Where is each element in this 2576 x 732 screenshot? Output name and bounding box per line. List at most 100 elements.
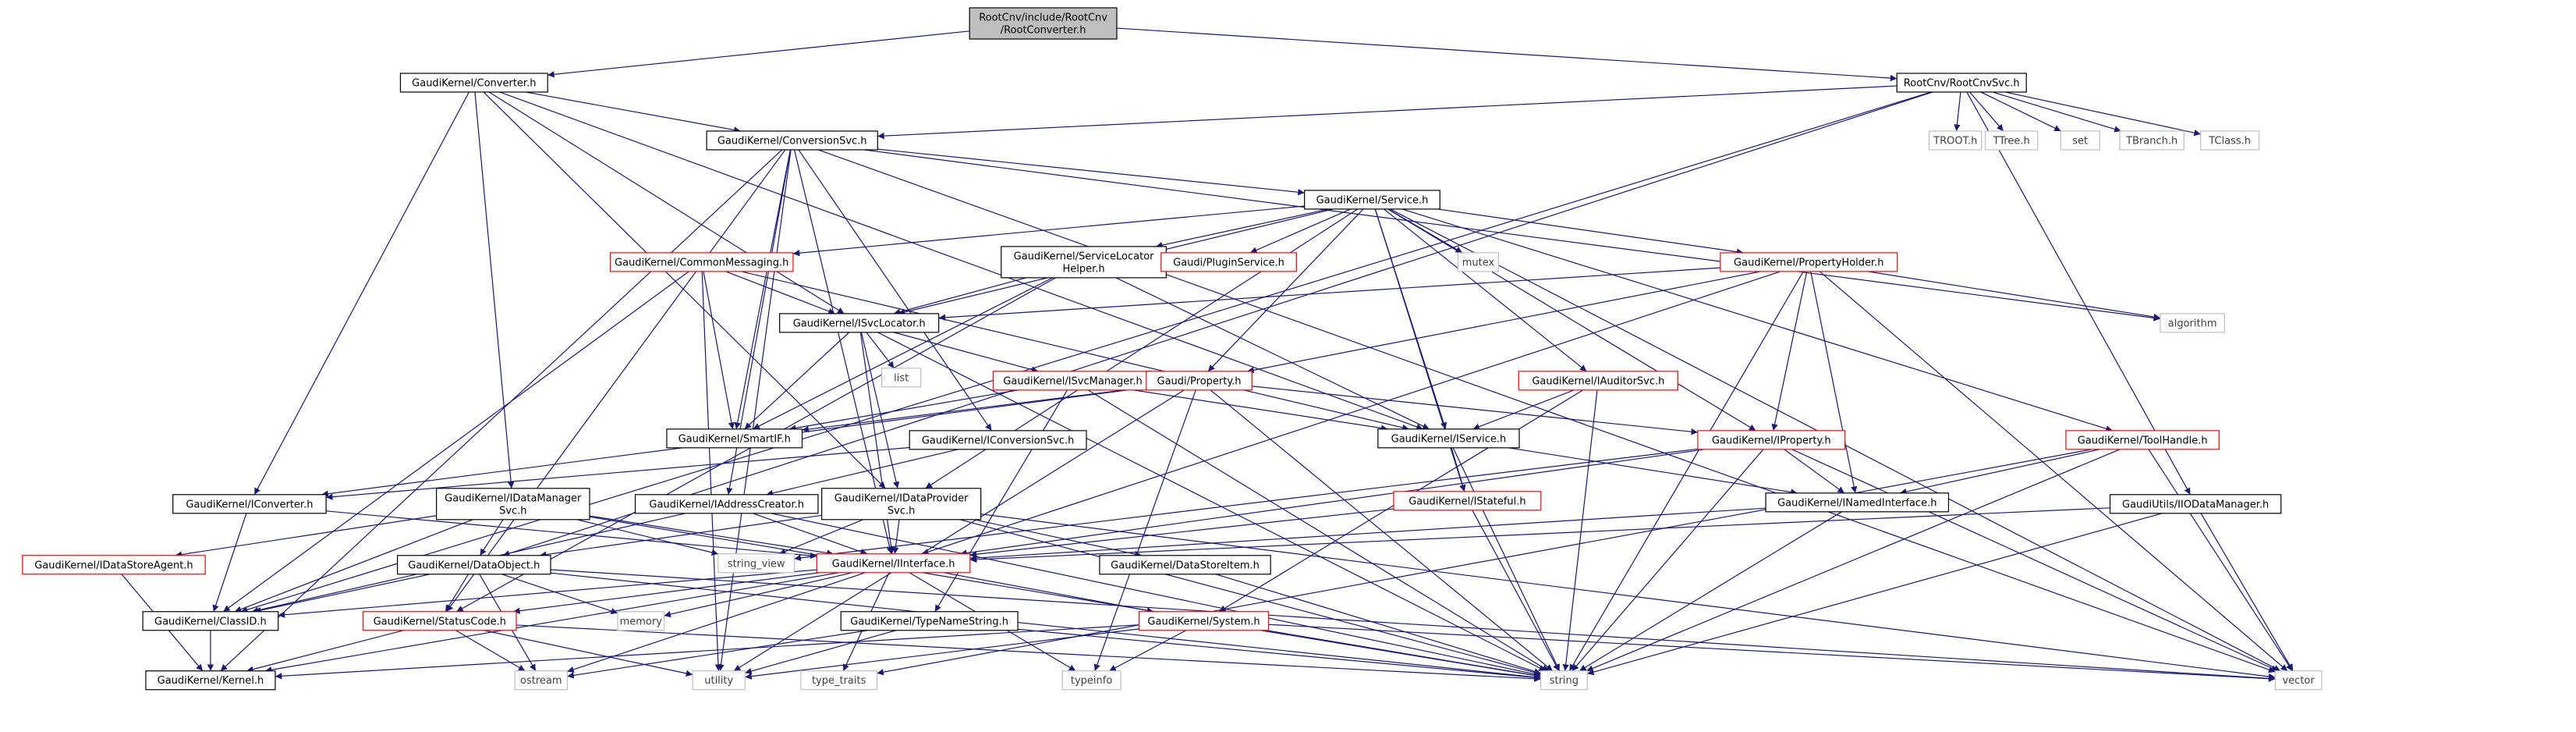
edge-service-to-property xyxy=(1207,208,1364,372)
edge-iauditorsvc-to-string xyxy=(1562,389,1598,671)
node-istateful[interactable]: GaudiKernel/IStateful.h xyxy=(1393,491,1542,511)
node-typeinfo: typeinfo xyxy=(1061,670,1121,691)
edge-propertyholder-to-property xyxy=(1247,271,1761,374)
edge-conversionsvc-to-utility xyxy=(718,149,792,671)
node-iaddresscreator[interactable]: GaudiKernel/IAddressCreator.h xyxy=(634,494,819,514)
edge-isvclocator-to-list xyxy=(866,332,895,369)
node-propertyholder[interactable]: GaudiKernel/PropertyHolder.h xyxy=(1720,252,1898,272)
node-ttree: TTree.h xyxy=(1985,130,2039,151)
node-label-rootcnvsvc: RootCnv/RootCnvSvc.h xyxy=(1904,77,2020,89)
node-iconverter[interactable]: GaudiKernel/IConverter.h xyxy=(172,494,327,514)
node-box-conversionsvc xyxy=(706,130,878,151)
node-label-iinterface: GaudiKernel/IInterface.h xyxy=(832,558,955,570)
node-label-algorithm: algorithm xyxy=(2168,318,2217,329)
node-toolhandle[interactable]: GaudiKernel/ToolHandle.h xyxy=(2065,430,2220,450)
edge-propertyholder-to-isvclocator xyxy=(938,267,1720,321)
node-service[interactable]: GaudiKernel/Service.h xyxy=(1304,190,1440,210)
node-utility: utility xyxy=(692,670,746,691)
edge-property-to-typeinfo xyxy=(1093,389,1196,671)
edge-istateful-to-iinterface xyxy=(969,508,1394,558)
node-label-iaddresscreator: GaudiKernel/IAddressCreator.h xyxy=(649,499,804,510)
node-iiodatamanager[interactable]: GaudiUtils/IIODataManager.h xyxy=(2109,494,2282,514)
edge-iinterface-to-statuscode xyxy=(513,572,820,614)
edge-iproperty-to-vector xyxy=(1791,449,2279,672)
edge-toolhandle-to-inamedinterface xyxy=(1900,449,2100,496)
edge-idatamanagersvc-to-iinterface xyxy=(589,515,834,556)
node-label-kernel: GaudiKernel/Kernel.h xyxy=(158,675,264,687)
node-root[interactable]: RootCnv/include/RootCnv/RootConverter.h xyxy=(969,7,1118,40)
edge-iservice-to-inamedinterface xyxy=(1508,447,1798,496)
node-box-iinterface xyxy=(816,553,971,574)
node-iinterface[interactable]: GaudiKernel/IInterface.h xyxy=(816,553,971,574)
node-commonmsg[interactable]: GaudiKernel/CommonMessaging.h xyxy=(609,252,794,272)
node-smartif[interactable]: GaudiKernel/SmartIF.h xyxy=(666,428,803,449)
node-box-datastoreitem xyxy=(1099,555,1271,575)
node-kernel[interactable]: GaudiKernel/Kernel.h xyxy=(145,670,276,691)
edge-converter-to-isvclocator xyxy=(488,91,845,314)
node-box-property xyxy=(1146,371,1253,391)
node-isvcmanager[interactable]: GaudiKernel/ISvcManager.h xyxy=(992,371,1153,391)
edge-idatamanagersvc-to-dataobject xyxy=(480,519,504,556)
node-box-list xyxy=(881,368,922,388)
node-idatastoreagent[interactable]: GaudiKernel/IDataStoreAgent.h xyxy=(22,555,206,575)
node-property[interactable]: Gaudi/Property.h xyxy=(1146,371,1253,391)
node-box-kernel xyxy=(145,670,276,691)
node-box-pluginservice xyxy=(1160,252,1297,272)
node-string: string xyxy=(1540,670,1588,691)
edge-conversionsvc-to-service xyxy=(877,148,1305,196)
node-box-ttree xyxy=(1985,130,2039,151)
edge-system-to-utility xyxy=(745,628,1139,680)
edge-property-to-string xyxy=(1210,389,1554,672)
node-label-tbranch: TBranch.h xyxy=(2125,135,2177,147)
node-iservice[interactable]: GaudiKernel/IService.h xyxy=(1377,428,1520,449)
node-conversionsvc[interactable]: GaudiKernel/ConversionSvc.h xyxy=(706,130,878,151)
edge-service-to-svclocatorhelper xyxy=(1155,208,1330,249)
edge-istateful-to-string xyxy=(1472,510,1560,672)
edge-dataobject-to-classid xyxy=(254,574,431,614)
edge-commonmsg-to-utility xyxy=(701,271,722,671)
node-box-typeinfo xyxy=(1061,670,1121,691)
node-box-iiodatamanager xyxy=(2109,494,2282,514)
node-box-algorithm xyxy=(2160,313,2225,333)
node-label-classid: GaudiKernel/ClassID.h xyxy=(154,616,267,627)
node-converter[interactable]: GaudiKernel/Converter.h xyxy=(399,73,548,93)
node-box-utility xyxy=(692,670,746,691)
node-iconversionsvc[interactable]: GaudiKernel/IConversionSvc.h xyxy=(909,430,1087,450)
node-box-ostream xyxy=(514,670,568,691)
edge-toolhandle-to-vector xyxy=(2148,449,2293,672)
node-inamedinterface[interactable]: GaudiKernel/INamedInterface.h xyxy=(1765,492,1950,513)
node-statuscode[interactable]: GaudiKernel/StatusCode.h xyxy=(363,611,517,631)
node-tbranch: TBranch.h xyxy=(2119,130,2184,151)
node-typenamestring[interactable]: GaudiKernel/TypeNameString.h xyxy=(840,611,1019,631)
node-box-tclass xyxy=(2200,130,2260,151)
node-layer: RootCnv/include/RootCnv/RootConverter.hG… xyxy=(22,7,2323,691)
node-isvclocator[interactable]: GaudiKernel/ISvcLocator.h xyxy=(779,313,940,333)
node-mutex: mutex xyxy=(1457,252,1500,272)
node-iauditorsvc[interactable]: GaudiKernel/IAuditorSvc.h xyxy=(1518,371,1678,391)
node-datastoreitem[interactable]: GaudiKernel/DataStoreItem.h xyxy=(1099,555,1271,575)
node-label-dataobject: GaudiKernel/DataObject.h xyxy=(408,560,540,571)
edge-system-to-typeinfo xyxy=(1109,630,1187,672)
edge-conversionsvc-to-statuscode xyxy=(446,149,786,613)
node-rootcnvsvc[interactable]: RootCnv/RootCnvSvc.h xyxy=(1896,73,2027,93)
node-label-set: set xyxy=(2072,135,2088,147)
edge-iauditorsvc-to-iservice xyxy=(1472,389,1575,430)
node-label-inamedinterface: GaudiKernel/INamedInterface.h xyxy=(1777,497,1936,509)
edge-service-to-commonmsg xyxy=(792,205,1305,257)
edge-converter-to-idataprovidersvc xyxy=(483,91,886,489)
edge-service-to-istateful xyxy=(1374,208,1466,492)
node-dataobject[interactable]: GaudiKernel/DataObject.h xyxy=(397,555,551,575)
edge-system-to-string xyxy=(1260,630,1541,679)
node-pluginservice[interactable]: Gaudi/PluginService.h xyxy=(1160,252,1297,272)
node-classid[interactable]: GaudiKernel/ClassID.h xyxy=(142,611,279,631)
node-system[interactable]: GaudiKernel/System.h xyxy=(1138,611,1270,631)
edge-rootcnvsvc-to-troot xyxy=(1954,91,1961,132)
edge-root-to-converter xyxy=(547,30,970,78)
node-iproperty[interactable]: GaudiKernel/IProperty.h xyxy=(1697,430,1846,450)
